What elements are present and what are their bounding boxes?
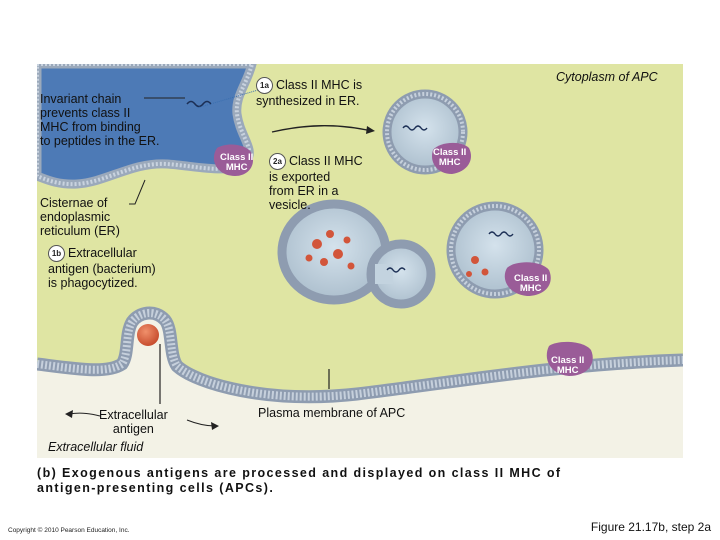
label-step-1a-text: Class II MHC is synthesized in ER.	[256, 78, 363, 108]
plasma-membrane	[37, 306, 683, 404]
label-extracellular-antigen: Extracellular antigen	[99, 408, 168, 436]
label-step-2a-text: Class II MHC is exported from ER in a ve…	[269, 154, 363, 212]
mhc-label-er: Class II MHC	[220, 152, 254, 173]
mhc-label-membrane: Class II MHC	[551, 355, 585, 376]
label-plasma-membrane: Plasma membrane of APC	[258, 406, 406, 420]
mhc-label-endosome: Class II MHC	[514, 273, 548, 294]
diagram-panel: Invariant chain prevents class II MHC fr…	[37, 64, 683, 458]
mhc-er	[213, 144, 254, 176]
step-badge-1b: 1b	[48, 245, 65, 262]
mhc-endosome	[504, 262, 551, 296]
label-extracellular-fluid: Extracellular fluid	[48, 440, 144, 454]
leader-step-1a	[196, 89, 259, 109]
mhc-vesicle-top	[431, 142, 472, 174]
figure-caption: (b) Exogenous antigens are processed and…	[37, 466, 562, 495]
mhc-membrane	[546, 341, 593, 376]
label-cytoplasm: Cytoplasm of APC	[556, 70, 658, 84]
bacterium	[137, 324, 159, 346]
diagram-art	[37, 64, 683, 458]
step-badge-2a: 2a	[269, 153, 286, 170]
leader-cisternae	[129, 179, 146, 205]
endosome-fusion	[277, 199, 436, 309]
figure-number: Figure 21.17b, step 2a	[590, 520, 711, 534]
copyright: Copyright © 2010 Pearson Education, Inc.	[8, 527, 130, 534]
label-step-1b-text: Extracellular antigen (bacterium) is pha…	[48, 246, 156, 290]
mhc-label-vesicle: Class II MHC	[433, 147, 467, 168]
step-badge-1a: 1a	[256, 77, 273, 94]
label-invariant-chain: Invariant chain prevents class II MHC fr…	[40, 92, 160, 148]
export-arrow	[271, 125, 368, 133]
label-cisternae: Cisternae of endoplasmic reticulum (ER)	[40, 196, 120, 238]
extracellular-area	[37, 313, 683, 458]
